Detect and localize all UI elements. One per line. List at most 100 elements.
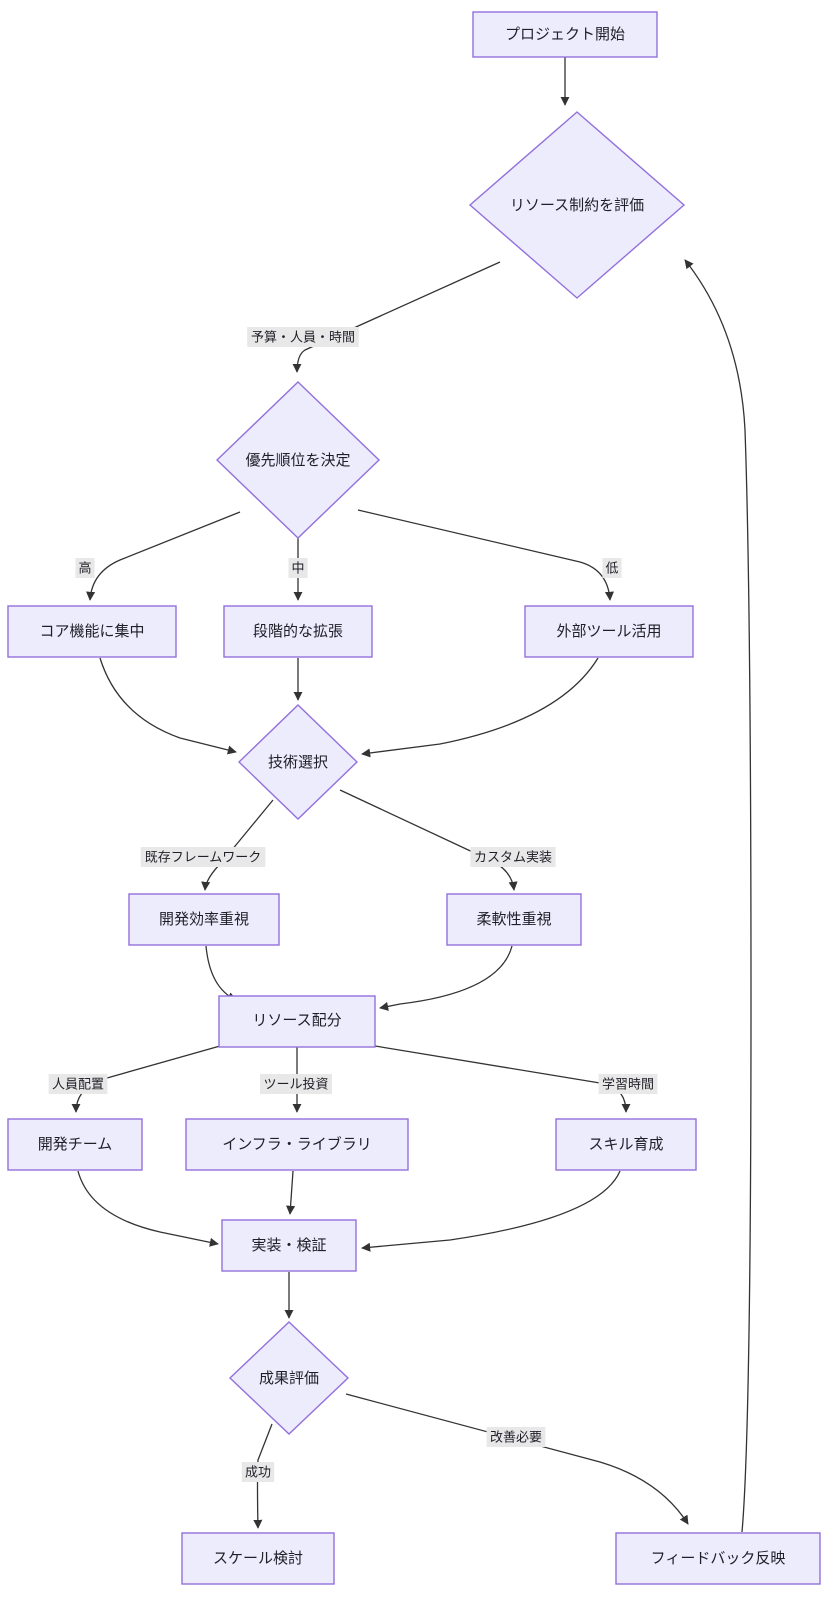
lbl-learning: 学習時間 (598, 1074, 658, 1094)
node-feedback-label: フィードバック反映 (651, 1550, 786, 1567)
lbl-success: 成功 (241, 1462, 275, 1482)
node-priority[interactable]: 優先順位を決定 (215, 381, 381, 539)
lbl-tooling: ツール投資 (260, 1074, 332, 1094)
edge-tech-flexible (339, 789, 518, 891)
node-flexible[interactable]: 柔軟性重視 (446, 893, 582, 946)
node-alloc-label: リソース配分 (252, 1012, 341, 1029)
node-resource[interactable]: リソース制約を評価 (468, 111, 686, 299)
edge-team-impl (77, 1170, 219, 1247)
node-resource-label: リソース制約を評価 (510, 197, 644, 214)
node-core[interactable]: コア機能に集中 (7, 605, 177, 658)
lbl-high: 高 (75, 558, 95, 578)
node-scale-label: スケール検討 (213, 1550, 303, 1567)
node-start-shape[interactable] (472, 11, 658, 58)
node-external-label: 外部ツール活用 (556, 623, 661, 640)
node-tech-shape[interactable] (237, 704, 359, 820)
node-phased[interactable]: 段階的な拡張 (223, 605, 373, 658)
lbl-low-bg (602, 558, 622, 578)
lbl-high-bg (75, 558, 95, 578)
node-external[interactable]: 外部ツール活用 (524, 605, 694, 658)
lbl-improve: 改善必要 (486, 1427, 546, 1447)
lbl-custom: カスタム実装 (470, 847, 556, 867)
lbl-low-text: 低 (605, 560, 618, 575)
node-scale[interactable]: スケール検討 (181, 1532, 335, 1585)
node-alloc-shape[interactable] (218, 995, 376, 1048)
node-phased-label: 段階的な拡張 (253, 623, 343, 640)
node-priority-label: 優先順位を決定 (245, 452, 350, 469)
lbl-custom-text: カスタム実装 (474, 849, 552, 864)
node-devspeed-shape[interactable] (128, 893, 280, 946)
node-team-shape[interactable] (7, 1118, 143, 1171)
lbl-framework-text: 既存フレームワーク (145, 849, 262, 864)
node-start-label: プロジェクト開始 (505, 26, 625, 43)
lbl-mid-bg (288, 558, 308, 578)
lbl-mid: 中 (288, 558, 308, 578)
node-evaluate-shape[interactable] (228, 1321, 350, 1435)
lbl-framework-bg (140, 847, 266, 867)
edge-evaluate-scale (253, 1423, 273, 1529)
lbl-mid-text: 中 (291, 560, 304, 575)
node-skill[interactable]: スキル育成 (555, 1118, 697, 1171)
lbl-improve-text: 改善必要 (490, 1429, 542, 1444)
node-external-shape[interactable] (524, 605, 694, 658)
node-core-label: コア機能に集中 (39, 623, 144, 640)
lbl-tooling-text: ツール投資 (263, 1076, 328, 1091)
node-phased-shape[interactable] (223, 605, 373, 658)
edge-resource-priority (292, 261, 501, 373)
lbl-budget-bg (247, 327, 359, 347)
edge-skill-impl (361, 1170, 621, 1252)
node-infra-shape[interactable] (185, 1118, 409, 1171)
edge-tech-devspeed (201, 799, 274, 891)
node-infra[interactable]: インフラ・ライブラリ (185, 1118, 409, 1171)
node-resource-shape[interactable] (468, 111, 686, 299)
edges-layer (71, 57, 752, 1533)
node-evaluate-label: 成果評価 (259, 1370, 319, 1387)
node-impl-label: 実装・検証 (251, 1237, 326, 1254)
lbl-framework: 既存フレームワーク (140, 847, 266, 867)
node-skill-shape[interactable] (555, 1118, 697, 1171)
lbl-budget-text: 予算・人員・時間 (251, 329, 355, 344)
node-impl[interactable]: 実装・検証 (221, 1219, 357, 1272)
edge-flexible-alloc (379, 945, 513, 1011)
lbl-tooling-bg (260, 1074, 332, 1094)
node-start[interactable]: プロジェクト開始 (472, 11, 658, 58)
lbl-low: 低 (602, 558, 622, 578)
node-team-label: 開発チーム (38, 1136, 113, 1153)
node-priority-shape[interactable] (215, 381, 381, 539)
node-skill-label: スキル育成 (588, 1136, 663, 1153)
lbl-learning-text: 学習時間 (602, 1076, 654, 1091)
node-feedback-shape[interactable] (615, 1532, 821, 1585)
node-impl-shape[interactable] (221, 1219, 357, 1272)
node-team[interactable]: 開発チーム (7, 1118, 143, 1171)
lbl-custom-bg (470, 847, 556, 867)
edge-infra-impl (286, 1170, 296, 1215)
node-devspeed-label: 開発効率重視 (159, 911, 249, 928)
lbl-staffing-bg (48, 1074, 108, 1094)
lbl-learning-bg (598, 1074, 658, 1094)
node-core-shape[interactable] (7, 605, 177, 658)
node-infra-label: インフラ・ライブラリ (222, 1135, 372, 1153)
node-tech[interactable]: 技術選択 (237, 704, 359, 820)
node-flexible-label: 柔軟性重視 (476, 911, 551, 928)
node-feedback[interactable]: フィードバック反映 (615, 1532, 821, 1585)
node-devspeed[interactable]: 開発効率重視 (128, 893, 280, 946)
edge-external-tech (361, 657, 599, 758)
edge-devspeed-alloc (205, 945, 237, 1001)
edge-priority-external (357, 509, 614, 601)
lbl-success-text: 成功 (245, 1464, 271, 1479)
lbl-budget: 予算・人員・時間 (247, 327, 359, 347)
lbl-high-text: 高 (78, 560, 91, 575)
node-evaluate[interactable]: 成果評価 (228, 1321, 350, 1435)
nodes-layer: プロジェクト開始 リソース制約を評価 優先順位を決定 コア機能に集中 段階的な拡… (7, 11, 821, 1585)
edge-priority-core (86, 511, 241, 601)
node-alloc[interactable]: リソース配分 (218, 995, 376, 1048)
node-tech-label: 技術選択 (268, 754, 328, 771)
edge-alloc-skill (374, 1045, 631, 1113)
edge-evaluate-feedback (345, 1393, 689, 1525)
lbl-staffing: 人員配置 (48, 1074, 108, 1094)
node-scale-shape[interactable] (181, 1532, 335, 1585)
node-flexible-shape[interactable] (446, 893, 582, 946)
lbl-staffing-text: 人員配置 (52, 1076, 104, 1091)
